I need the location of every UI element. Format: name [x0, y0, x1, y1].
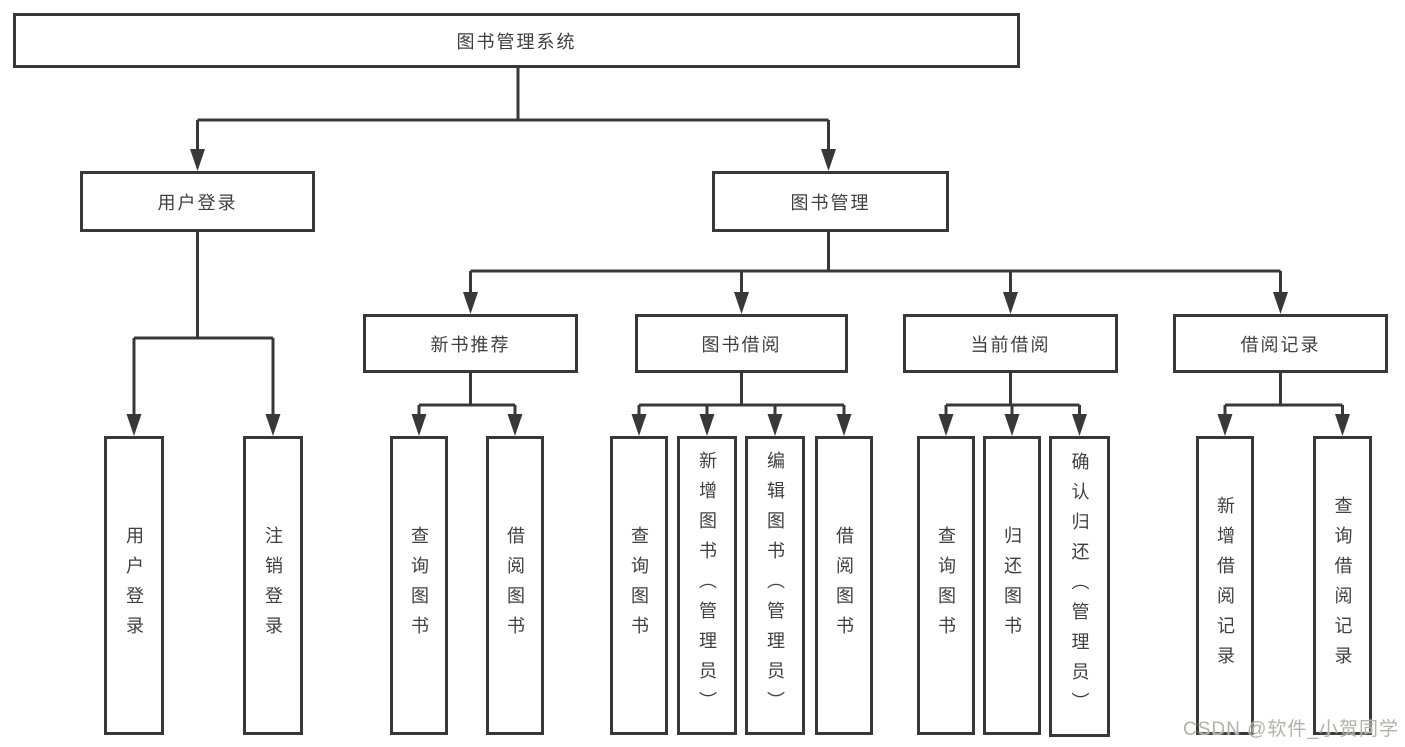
node-current-borrowing-label: 当前借阅	[970, 334, 1051, 355]
node-root-label: 图书管理系统	[456, 31, 577, 52]
leaf-logout: 注销登录	[243, 436, 303, 735]
node-current-borrowing: 当前借阅	[903, 314, 1118, 373]
arrowhead-icon	[463, 292, 478, 314]
root-connector	[190, 68, 836, 171]
leaf-query-borrow-record: 查询借阅记录	[1313, 436, 1372, 735]
current-borrowing-connector	[938, 373, 1087, 436]
arrowhead-icon	[1217, 414, 1233, 436]
arrowhead-icon	[1004, 414, 1020, 436]
leaf-add-book-admin: 新增图书（管理员）	[677, 436, 737, 735]
node-book-management-label: 图书管理	[790, 192, 871, 213]
leaf-add-borrow-record-label: 新增借阅记录	[1215, 495, 1235, 676]
arrowhead-icon	[631, 414, 647, 436]
arrowhead-icon	[1273, 292, 1288, 314]
node-user-login: 用户登录	[80, 171, 315, 232]
leaf-query-books-current: 查询图书	[917, 436, 975, 735]
leaf-user-login-label: 用户登录	[124, 525, 144, 646]
leaf-query-books-borrowing: 查询图书	[610, 436, 668, 735]
leaf-query-books-borrowing-label: 查询图书	[629, 525, 649, 646]
leaf-borrow-books-borrowing-label: 借阅图书	[834, 525, 854, 646]
arrowhead-icon	[411, 414, 427, 436]
csdn-watermark: CSDN @软件_小贺同学	[1183, 719, 1399, 740]
leaf-borrow-books-borrowing: 借阅图书	[815, 436, 873, 735]
new-book-recommend-connector	[411, 373, 523, 436]
node-book-borrowing-label: 图书借阅	[701, 334, 782, 355]
arrowhead-icon	[126, 414, 142, 436]
leaf-add-borrow-record: 新增借阅记录	[1196, 436, 1254, 735]
leaf-query-books-current-label: 查询图书	[936, 525, 956, 646]
leaf-borrow-books-newbook: 借阅图书	[486, 436, 544, 735]
book-borrowing-connector	[631, 373, 852, 436]
arrowhead-icon	[265, 414, 281, 436]
arrowhead-icon	[938, 414, 954, 436]
node-borrowing-records: 借阅记录	[1173, 314, 1388, 373]
arrowhead-icon	[767, 414, 783, 436]
book-management-connector	[463, 232, 1288, 314]
node-root: 图书管理系统	[13, 13, 1020, 68]
borrowing-records-connector	[1217, 373, 1350, 436]
node-book-management: 图书管理	[712, 171, 949, 232]
node-borrowing-records-label: 借阅记录	[1240, 334, 1321, 355]
node-new-book-recommend-label: 新书推荐	[430, 334, 511, 355]
arrowhead-icon	[699, 414, 715, 436]
arrowhead-icon	[507, 414, 523, 436]
leaf-return-books: 归还图书	[983, 436, 1041, 735]
leaf-add-book-admin-label: 新增图书（管理员）	[697, 450, 717, 721]
arrowhead-icon	[836, 414, 852, 436]
leaf-query-books-newbook: 查询图书	[390, 436, 448, 735]
leaf-query-borrow-record-label: 查询借阅记录	[1332, 495, 1353, 676]
leaf-user-login: 用户登录	[104, 436, 164, 735]
leaf-logout-label: 注销登录	[263, 525, 283, 646]
node-user-login-label: 用户登录	[157, 192, 238, 213]
leaf-edit-book-admin: 编辑图书（管理员）	[745, 436, 805, 735]
arrowhead-icon	[1335, 414, 1350, 436]
node-new-book-recommend: 新书推荐	[363, 314, 578, 373]
user-login-connector	[126, 232, 281, 436]
arrowhead-icon	[821, 149, 836, 171]
leaf-confirm-return-admin: 确认归还（管理员）	[1049, 436, 1110, 737]
arrowhead-icon	[1072, 414, 1087, 436]
arrowhead-icon	[734, 292, 749, 314]
leaf-edit-book-admin-label: 编辑图书（管理员）	[765, 450, 785, 721]
leaf-confirm-return-admin-label: 确认归还（管理员）	[1069, 451, 1090, 722]
leaf-query-books-newbook-label: 查询图书	[409, 525, 429, 646]
node-book-borrowing: 图书借阅	[635, 314, 848, 373]
leaf-return-books-label: 归还图书	[1002, 525, 1022, 646]
arrowhead-icon	[1003, 292, 1018, 314]
arrowhead-icon	[190, 149, 205, 171]
leaf-borrow-books-newbook-label: 借阅图书	[505, 525, 525, 646]
